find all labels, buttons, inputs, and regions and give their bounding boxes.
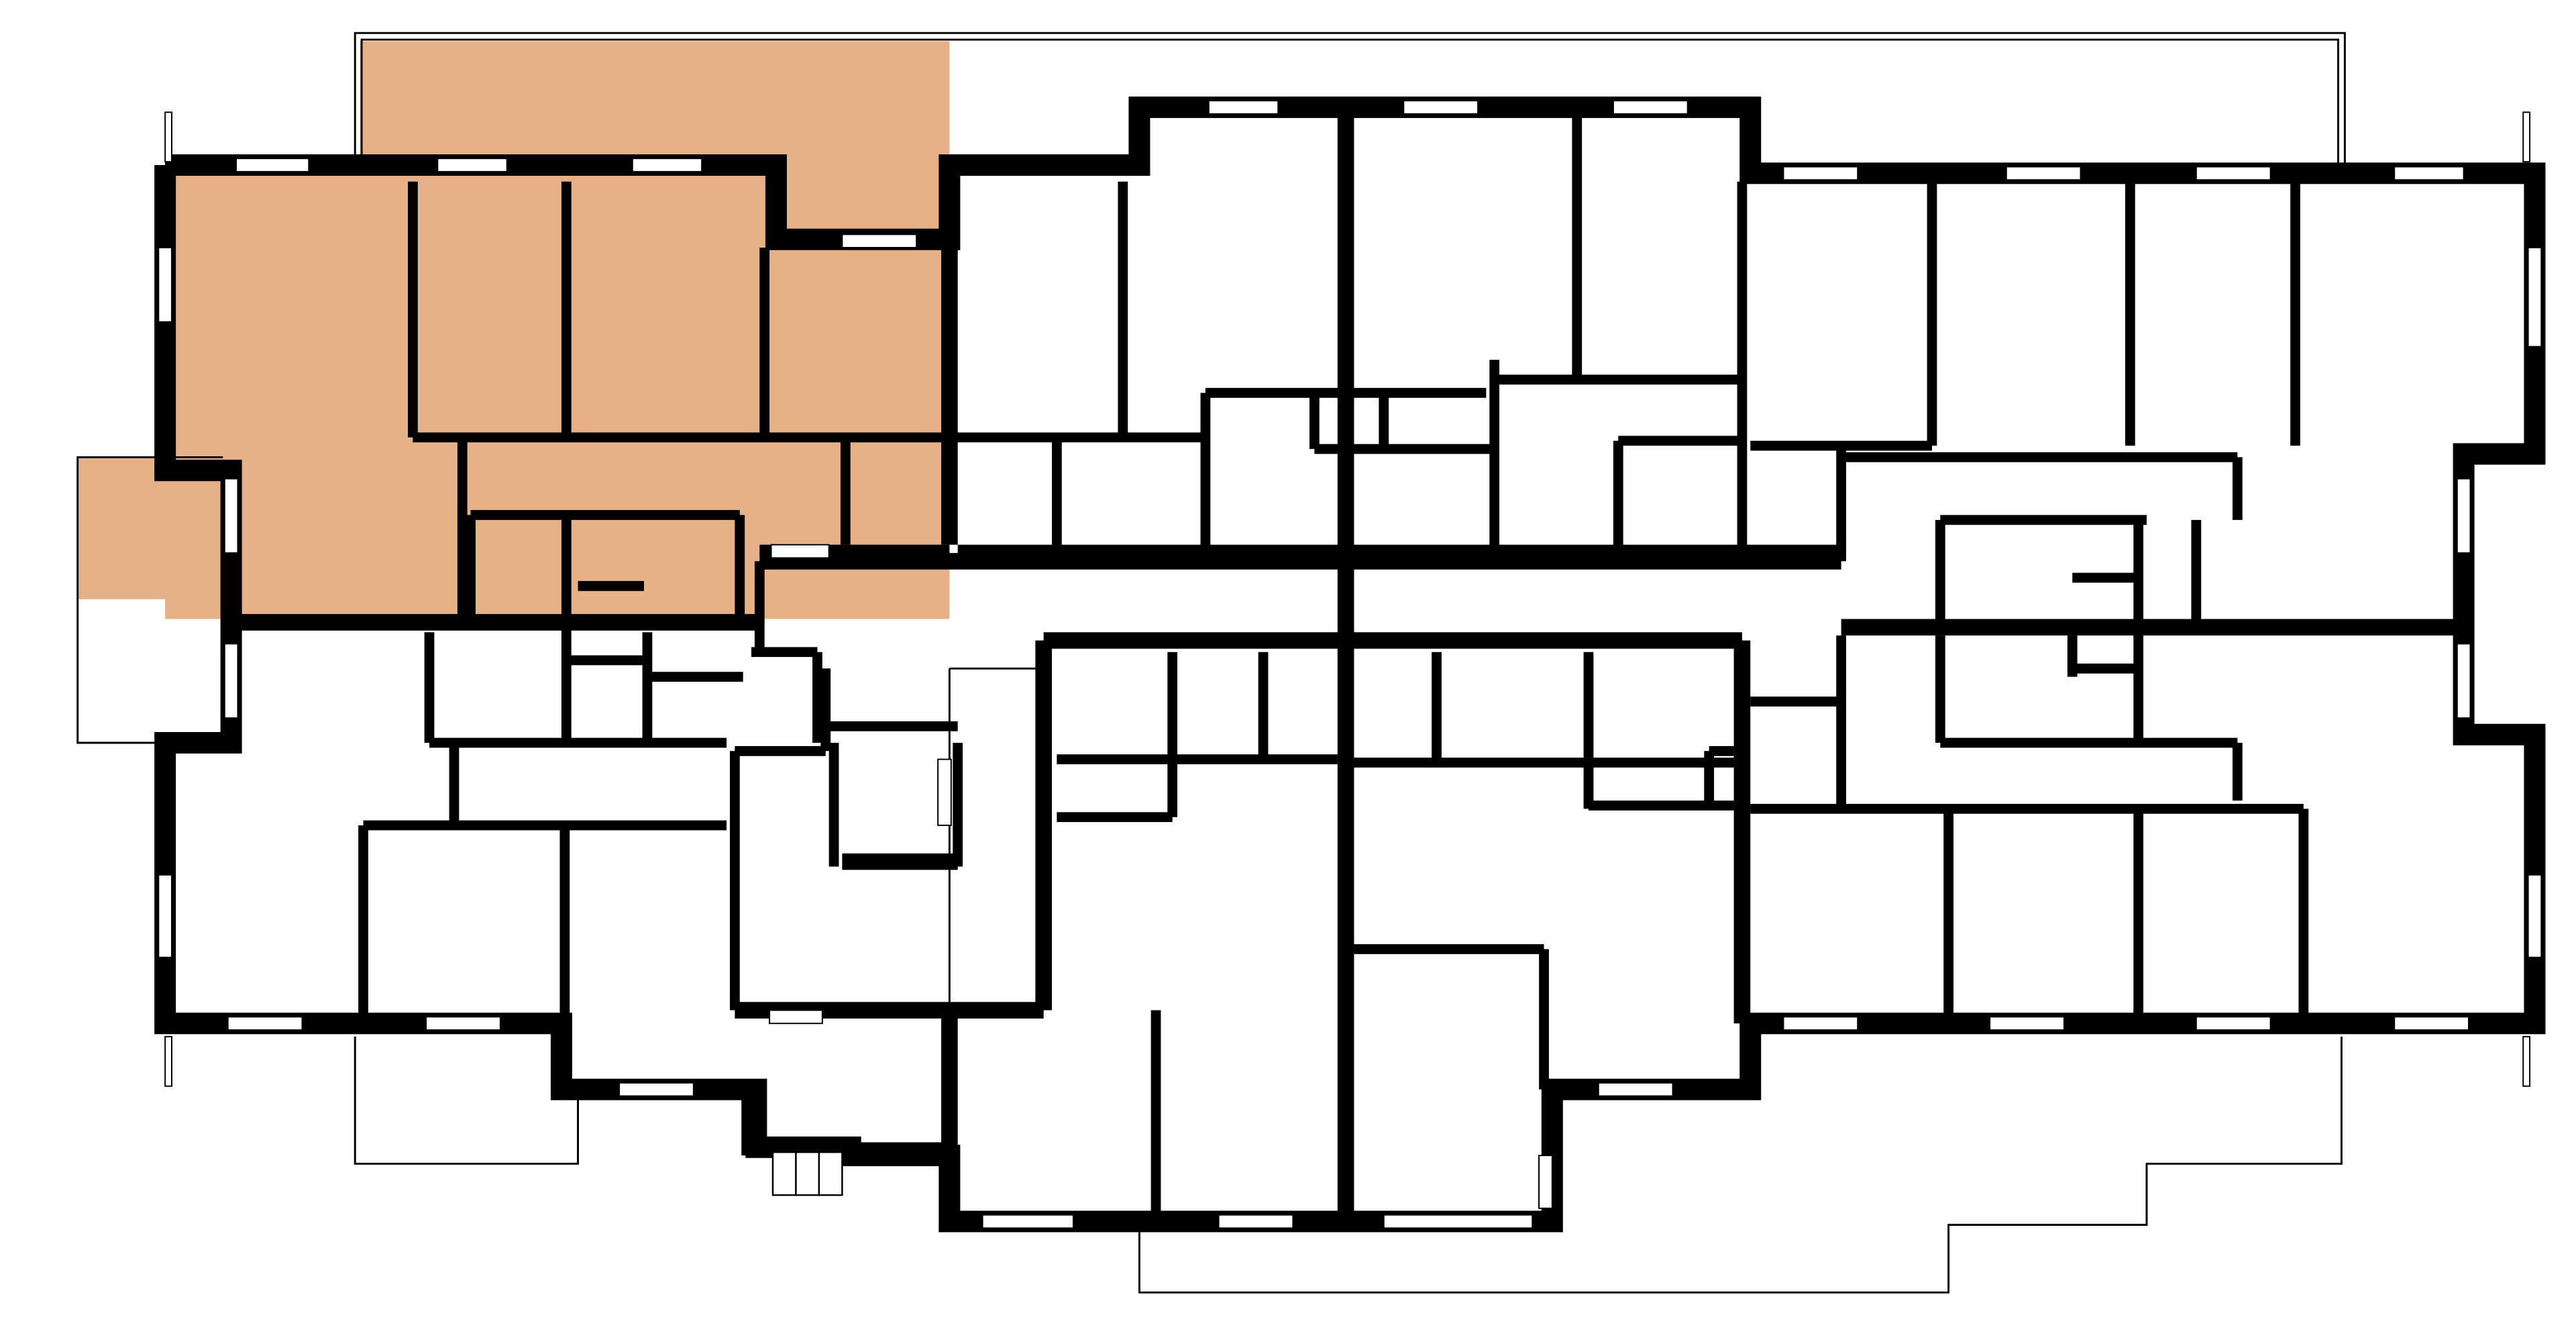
window	[1383, 1214, 1534, 1229]
window	[1597, 1082, 1674, 1097]
window	[769, 1009, 823, 1025]
window	[1782, 1016, 1859, 1031]
window	[2005, 166, 2082, 181]
window	[2195, 1016, 2271, 1031]
highlighted-apartment[interactable]	[77, 41, 950, 619]
drainpipe-icon	[164, 111, 172, 163]
stair-step	[771, 1151, 797, 1196]
window	[841, 234, 918, 248]
window	[2394, 1016, 2469, 1031]
window	[2195, 166, 2271, 181]
window	[1612, 100, 1688, 115]
drainpipe-icon	[2522, 111, 2531, 163]
window	[2456, 478, 2471, 554]
window	[1538, 1155, 1553, 1209]
window	[981, 1214, 1074, 1229]
window	[2527, 874, 2542, 958]
window	[619, 1082, 694, 1097]
drainpipe-icon	[164, 1035, 172, 1087]
outline	[354, 32, 2346, 166]
window	[1782, 166, 1859, 181]
window	[1989, 1016, 2065, 1031]
window	[1403, 100, 1479, 115]
window	[227, 1016, 303, 1031]
outline	[76, 456, 223, 744]
window	[235, 158, 310, 172]
window	[2527, 247, 2542, 348]
window	[1208, 100, 1279, 115]
windows	[158, 100, 2542, 1229]
window	[223, 643, 239, 719]
window	[937, 758, 952, 826]
stair-step	[795, 1151, 820, 1196]
highlighted-area	[360, 41, 950, 174]
outline	[1138, 1036, 2343, 1294]
window	[1218, 1214, 1294, 1229]
window	[770, 544, 830, 559]
drainpipe-icon	[2522, 1035, 2531, 1087]
window	[2394, 166, 2465, 181]
stair-step	[818, 1151, 843, 1196]
window	[631, 158, 703, 172]
window	[158, 874, 172, 958]
window	[425, 1016, 501, 1031]
outline	[354, 1036, 580, 1165]
window	[223, 478, 239, 554]
window	[158, 247, 172, 323]
window	[437, 158, 508, 172]
window	[2456, 643, 2471, 719]
outline	[360, 38, 2340, 166]
